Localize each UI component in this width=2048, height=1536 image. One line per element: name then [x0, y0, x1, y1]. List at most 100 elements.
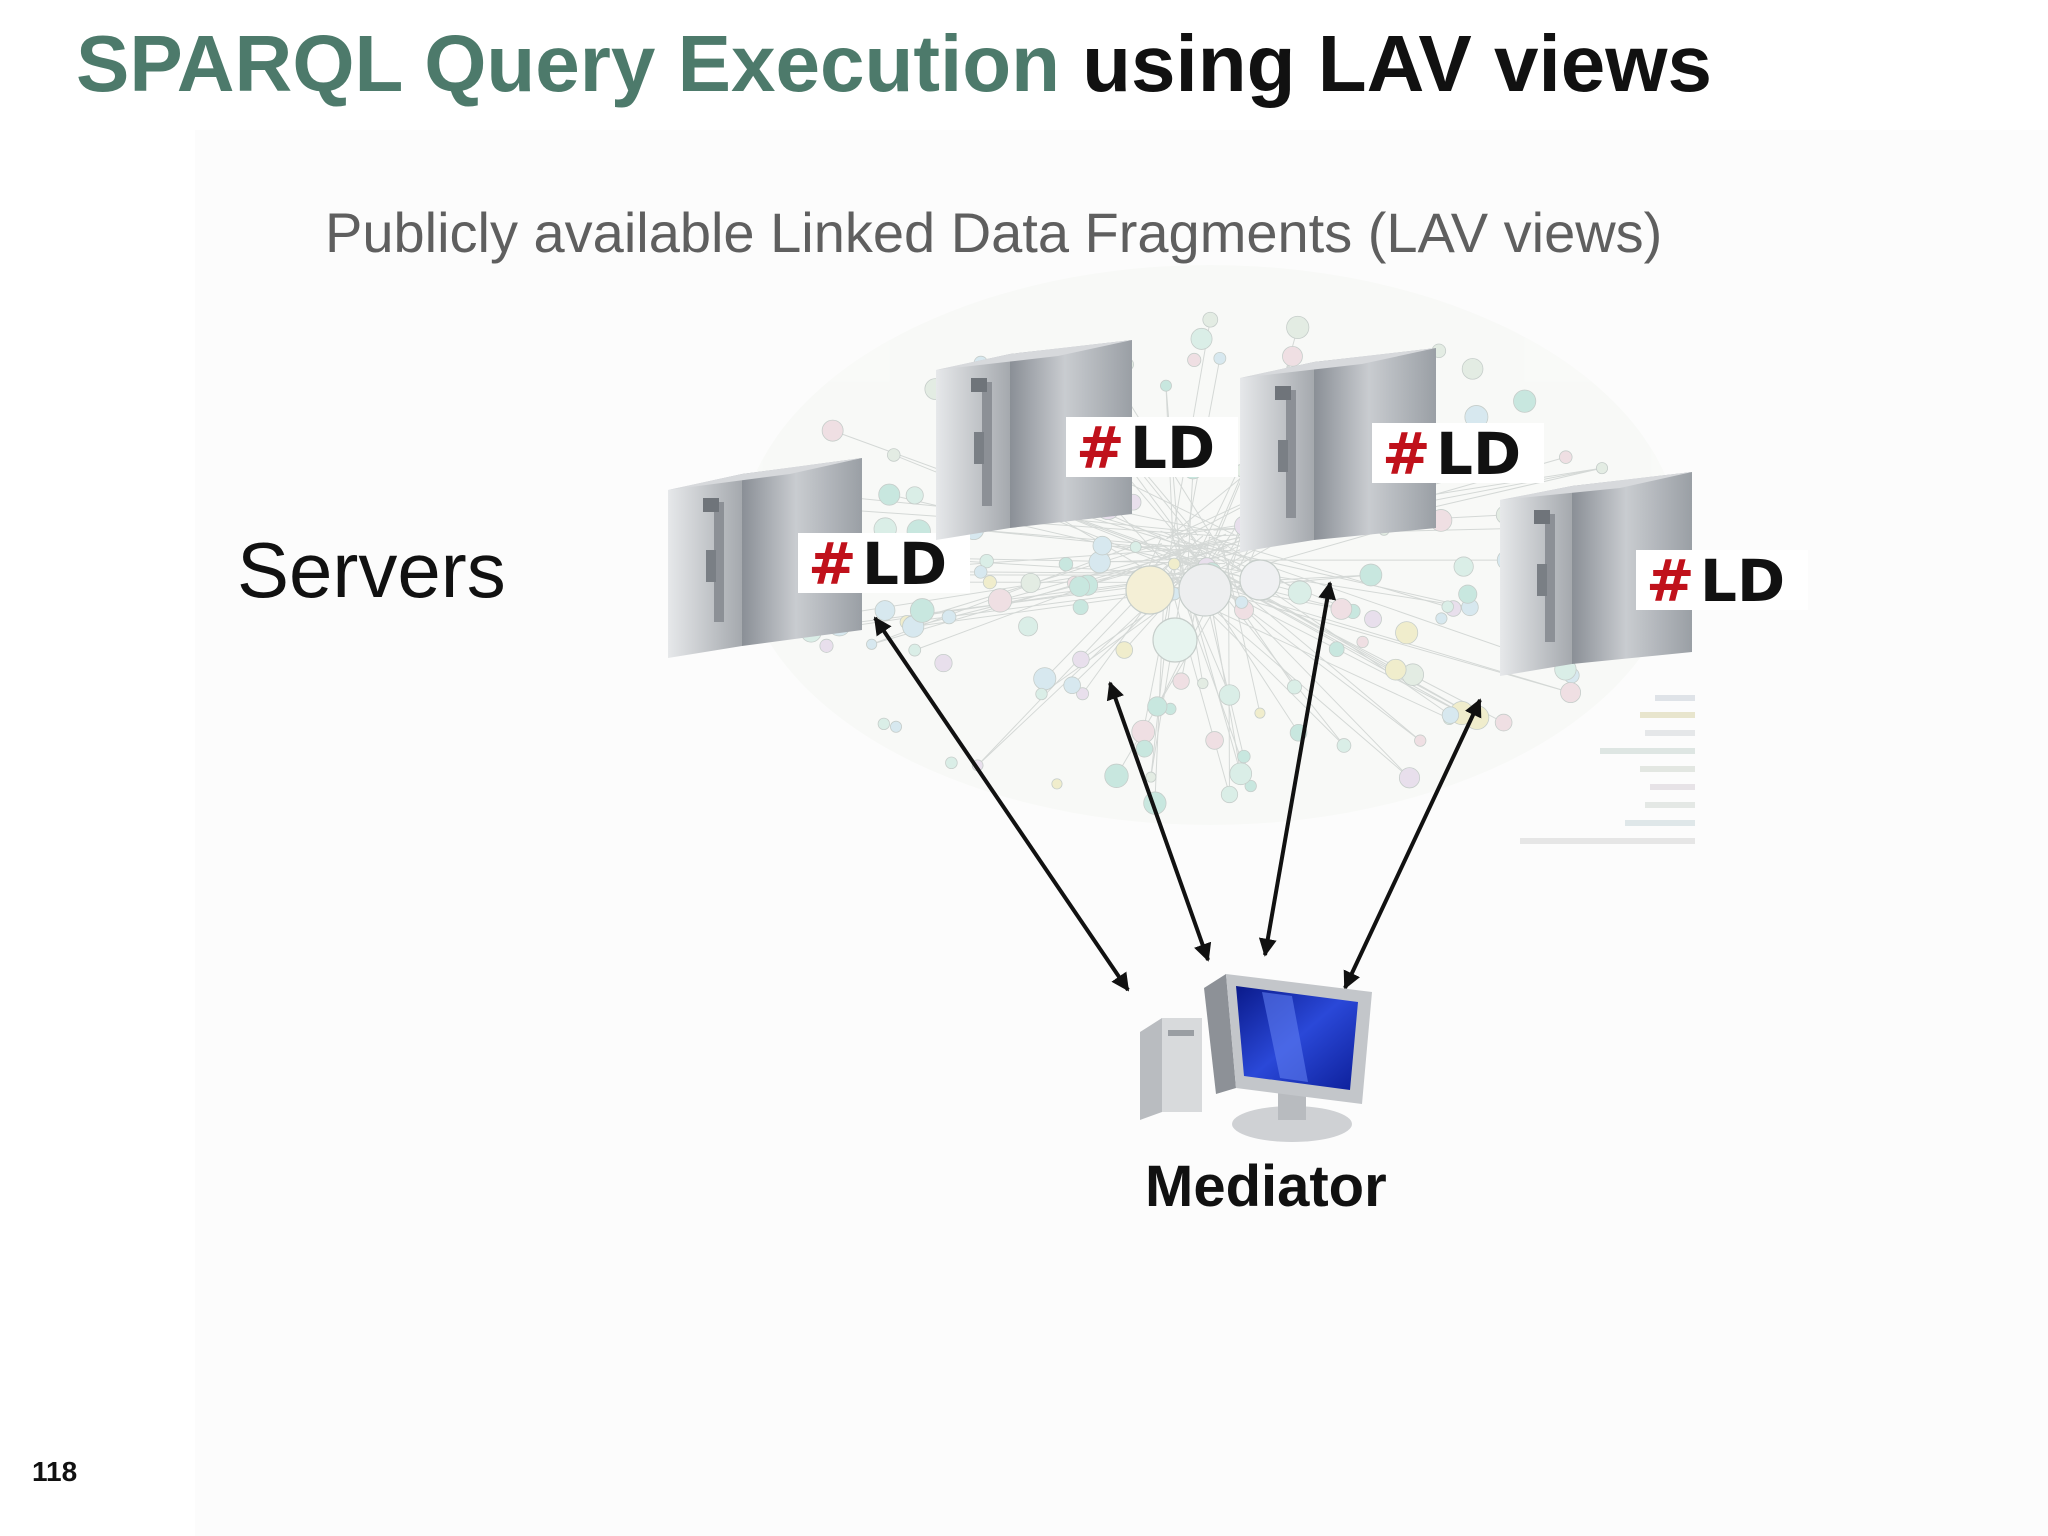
lod-cloud-node	[1092, 535, 1113, 556]
lod-cloud-node	[1187, 352, 1202, 368]
lod-cloud-node	[941, 609, 957, 625]
lod-cloud-node	[1058, 556, 1074, 572]
lod-cloud-node	[1190, 327, 1213, 350]
lod-cloud-node	[909, 598, 935, 623]
lod-cloud-node	[874, 600, 896, 621]
server-tower-icon	[1500, 472, 1692, 676]
lod-cloud-node	[1104, 763, 1129, 788]
lod-cloud-node	[1218, 684, 1241, 706]
lod-cloud-node	[987, 588, 1013, 613]
lod-cloud-node	[1336, 738, 1352, 753]
lod-cloud-node	[1364, 610, 1382, 628]
lod-cloud-node	[821, 419, 844, 442]
lod-cloud-node	[1494, 713, 1513, 732]
lod-cloud-node	[1202, 311, 1219, 328]
title-rest: using LAV views	[1059, 19, 1712, 108]
lod-cloud-node	[1115, 641, 1134, 659]
lod-cloud-node	[1461, 358, 1484, 380]
ld-badge-text: LD	[1700, 547, 1785, 615]
lod-cloud-node	[1235, 595, 1249, 609]
lod-cloud-node	[1595, 462, 1609, 475]
ld-badge-text: LD	[1130, 414, 1215, 482]
title-highlight: SPARQL Query Execution	[76, 19, 1060, 108]
lod-cloud-node	[1229, 762, 1253, 786]
ld-badge-hash: #	[1646, 547, 1695, 615]
lod-cloud-node	[1020, 572, 1041, 593]
lod-cloud-node	[1414, 734, 1427, 747]
lod-cloud-node	[1244, 779, 1257, 793]
mediator-label: Mediator	[1145, 1154, 1387, 1219]
lod-cloud-node	[1441, 706, 1460, 724]
server-2: # LD	[936, 340, 1238, 540]
arrow-server-4	[1343, 698, 1482, 990]
lod-cloud-hub-node	[1152, 617, 1198, 663]
lod-cloud-node	[1287, 580, 1312, 605]
lod-cloud-node	[979, 553, 994, 569]
lod-cloud-node	[1287, 679, 1302, 695]
lod-cloud-node	[1328, 641, 1345, 658]
arrow-server-3	[1258, 581, 1337, 957]
lod-cloud-node	[974, 565, 988, 579]
lod-cloud-node	[1286, 315, 1310, 339]
lod-cloud-node	[1359, 563, 1383, 587]
lod-cloud-node	[1018, 616, 1039, 637]
server-1: # LD	[668, 458, 970, 658]
lod-cloud-node	[1441, 600, 1454, 613]
lod-cloud-hub-node	[1178, 563, 1232, 617]
lod-cloud-node	[945, 756, 958, 770]
ld-badge: # LD	[1066, 414, 1238, 482]
lod-cloud-node	[1330, 598, 1353, 620]
lod-cloud-node	[1282, 345, 1303, 367]
lod-cloud-node	[1560, 682, 1582, 704]
lod-cloud-node	[1172, 672, 1190, 690]
lod-cloud-node	[1197, 677, 1209, 690]
lod-cloud-node	[1063, 676, 1081, 695]
lod-cloud-node	[887, 448, 901, 462]
lod-cloud-node	[1356, 635, 1369, 649]
lod-cloud-node	[1513, 389, 1537, 413]
server-tower-icon	[668, 458, 862, 658]
slide-title: SPARQL Query Execution using LAV views	[76, 18, 1712, 110]
ld-badge: # LD	[798, 530, 970, 598]
lod-cloud-node	[1398, 767, 1421, 789]
lod-cloud-node	[877, 717, 891, 731]
lod-cloud-node	[1051, 778, 1063, 790]
lod-cloud-node	[1160, 379, 1172, 392]
connection-arrows	[873, 581, 1482, 992]
lod-cloud-node	[982, 575, 997, 590]
lod-cloud-node	[1129, 541, 1142, 553]
lod-cloud-legend	[1520, 695, 1695, 844]
server-4: # LD	[1500, 472, 1808, 676]
lod-cloud-node	[1167, 557, 1181, 571]
lod-cloud-node	[1205, 731, 1224, 750]
arrow-server-1	[873, 616, 1130, 992]
lod-cloud-link	[1208, 529, 1385, 581]
lod-cloud-node	[1213, 351, 1227, 365]
lod-cloud-node	[1254, 707, 1266, 719]
ld-badge: # LD	[1636, 547, 1808, 615]
lod-cloud-node	[878, 483, 901, 506]
lod-cloud-node	[1069, 576, 1090, 597]
lod-cloud-node	[1453, 556, 1474, 577]
lod-cloud-node	[905, 486, 924, 505]
slide-subtitle: Publicly available Linked Data Fragments…	[325, 201, 1663, 264]
lod-cloud-hub-node	[1125, 565, 1175, 615]
servers-label: Servers	[237, 526, 506, 614]
slide-number: 118	[32, 1456, 78, 1487]
lod-cloud-node	[1072, 650, 1090, 669]
lod-cloud-node	[1135, 739, 1154, 758]
lod-cloud-node	[1458, 584, 1478, 604]
desktop-computer-icon	[1140, 974, 1372, 1142]
lod-cloud-node	[819, 638, 834, 653]
ld-badge-hash: #	[1382, 420, 1431, 488]
lod-cloud-node	[908, 643, 922, 657]
lod-cloud-node	[1035, 687, 1048, 701]
lod-cloud-node	[1237, 749, 1251, 764]
server-3: # LD	[1240, 348, 1544, 552]
lod-cloud-node	[866, 638, 878, 650]
lod-cloud-node	[1145, 771, 1157, 783]
lod-cloud-node	[1220, 785, 1239, 804]
lod-cloud-node	[1395, 621, 1419, 645]
lod-cloud-node	[1147, 696, 1168, 717]
